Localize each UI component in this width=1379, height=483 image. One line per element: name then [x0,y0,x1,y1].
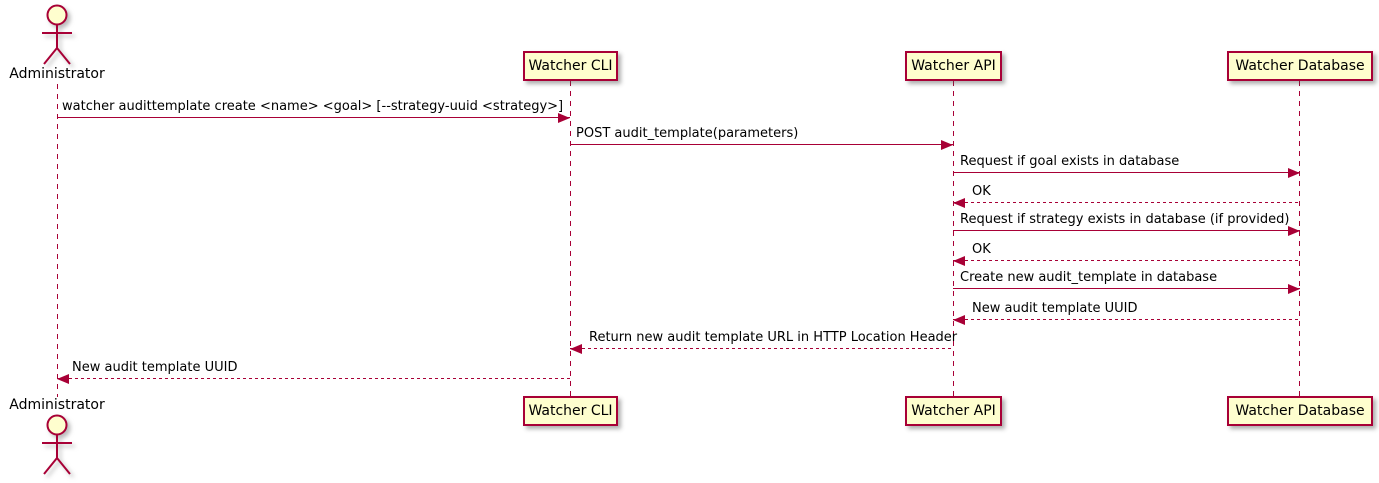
message-label: Return new audit template URL in HTTP Lo… [589,330,958,345]
actor-label-top: Administrator [9,66,105,82]
message-line [953,319,1300,320]
participant-watcher-cli-top: Watcher CLI [523,51,618,81]
lifeline-watcher-api [953,81,954,396]
actor-icon [42,414,72,475]
message-line [57,117,570,118]
arrowhead-icon [558,113,570,123]
lifeline-watcher-database [1299,81,1300,396]
arrowhead-icon [1288,284,1300,294]
message-line [953,230,1300,231]
message-label: OK [972,184,991,199]
message-label: Request if goal exists in database [960,154,1180,169]
actor-label-bottom: Administrator [9,397,105,413]
lifeline-administrator [57,84,58,397]
participant-watcher-database-bottom: Watcher Database [1227,396,1373,426]
arrowhead-icon [941,140,953,150]
message-line [57,378,570,379]
actor-icon [42,4,72,65]
message-line [953,288,1300,289]
arrowhead-icon [570,344,582,354]
arrowhead-icon [1288,226,1300,236]
participant-watcher-cli-bottom: Watcher CLI [523,396,618,426]
lifeline-watcher-cli [570,81,571,396]
arrowhead-icon [1288,168,1300,178]
arrowhead-icon [57,374,69,384]
arrowhead-icon [953,315,965,325]
message-label: POST audit_template(parameters) [576,126,799,141]
message-line [953,202,1300,203]
message-label: Create new audit_template in database [960,270,1218,285]
message-line [570,348,953,349]
message-label: Request if strategy exists in database (… [960,212,1290,227]
participant-watcher-api-top: Watcher API [905,51,1002,81]
participant-watcher-database-top: Watcher Database [1227,51,1373,81]
participant-watcher-api-bottom: Watcher API [905,396,1002,426]
message-line [953,172,1300,173]
message-label: watcher audittemplate create <name> <goa… [62,99,564,114]
message-label: New audit template UUID [972,301,1138,316]
message-label: New audit template UUID [72,360,238,375]
message-line [570,144,953,145]
arrowhead-icon [953,256,965,266]
arrowhead-icon [953,198,965,208]
message-label: OK [972,242,991,257]
message-line [953,260,1300,261]
